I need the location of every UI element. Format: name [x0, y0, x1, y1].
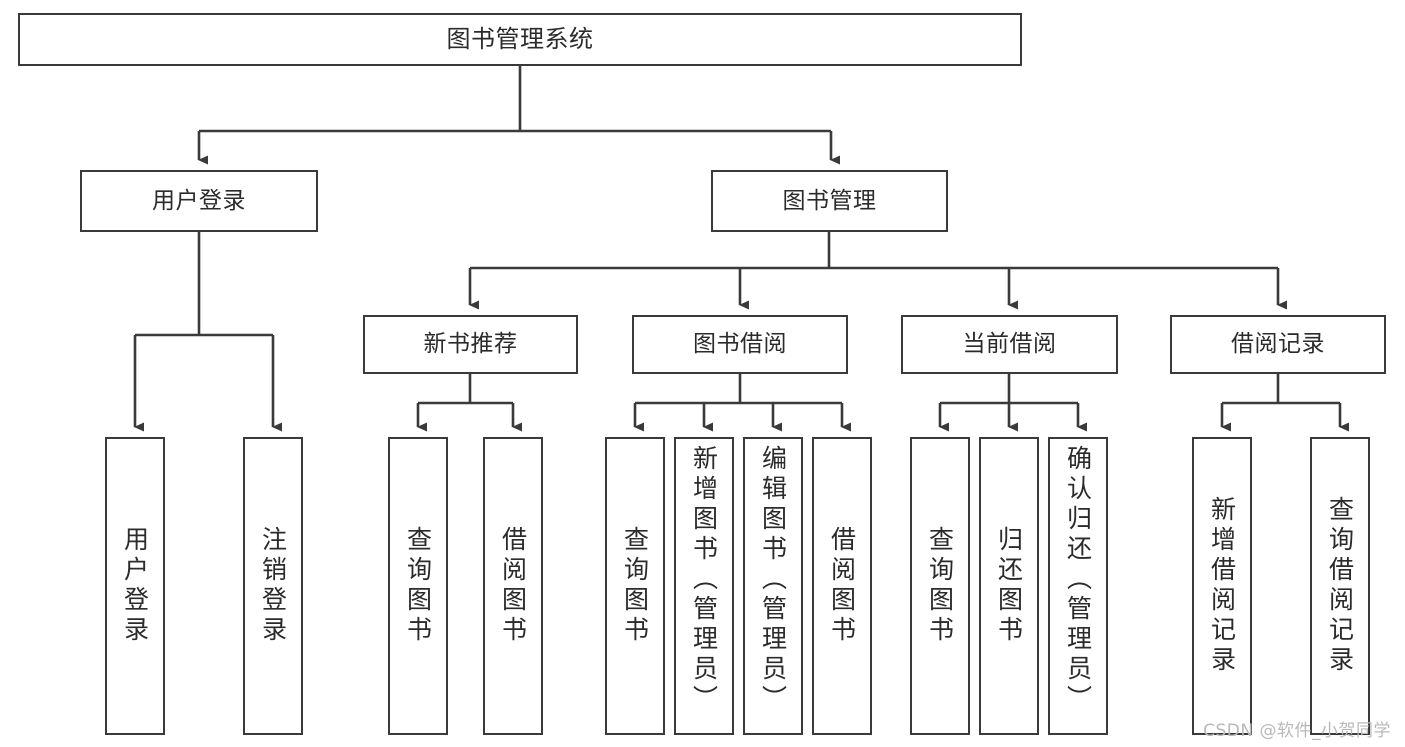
leaf-borrow-record-add-record[interactable]: 新增借阅记录	[1192, 437, 1252, 735]
leaf-book-borrow-borrow-books[interactable]: 借阅图书	[812, 437, 872, 735]
node-label: 查询图书	[620, 526, 650, 646]
leaf-borrow-record-query-record[interactable]: 查询借阅记录	[1310, 437, 1370, 735]
node-label: 查询图书	[403, 526, 433, 646]
node-current-borrow[interactable]: 当前借阅	[901, 315, 1118, 374]
node-root-book-management-system[interactable]: 图书管理系统	[18, 13, 1022, 66]
node-label: 查询图书	[925, 526, 955, 646]
node-label: 用户登录	[120, 526, 150, 646]
leaf-new-book-query-books[interactable]: 查询图书	[388, 437, 448, 735]
node-borrow-record[interactable]: 借阅记录	[1170, 315, 1386, 374]
node-label: 用户登录	[152, 187, 246, 214]
node-label: 借阅图书	[498, 526, 528, 646]
node-label: 借阅记录	[1231, 331, 1325, 358]
csdn-watermark: CSDN @软件_小贺同学	[1203, 721, 1391, 741]
node-label: 注销登录	[258, 526, 288, 646]
leaf-user-login-login[interactable]: 用户登录	[105, 437, 165, 735]
node-new-book-recommend[interactable]: 新书推荐	[363, 315, 578, 374]
node-user-login[interactable]: 用户登录	[80, 170, 318, 232]
leaf-new-book-borrow-books[interactable]: 借阅图书	[483, 437, 543, 735]
node-label: 图书借阅	[693, 331, 787, 358]
node-book-management[interactable]: 图书管理	[711, 170, 948, 232]
node-label: 确认归还（管理员）	[1063, 445, 1093, 715]
node-label: 图书管理	[782, 187, 877, 214]
node-book-borrow[interactable]: 图书借阅	[632, 315, 848, 374]
node-label: 当前借阅	[962, 331, 1057, 358]
node-label: 编辑图书（管理员）	[758, 445, 788, 715]
node-label: 新书推荐	[423, 331, 518, 358]
node-label: 图书管理系统	[446, 24, 594, 53]
leaf-current-borrow-confirm-return-admin[interactable]: 确认归还（管理员）	[1048, 437, 1108, 735]
node-label: 新增借阅记录	[1207, 496, 1237, 676]
leaf-user-login-logout[interactable]: 注销登录	[243, 437, 303, 735]
leaf-book-borrow-edit-book-admin[interactable]: 编辑图书（管理员）	[743, 437, 803, 735]
leaf-book-borrow-query-books[interactable]: 查询图书	[605, 437, 665, 735]
node-label: 查询借阅记录	[1325, 496, 1355, 676]
leaf-current-borrow-return-books[interactable]: 归还图书	[979, 437, 1039, 735]
leaf-current-borrow-query-books[interactable]: 查询图书	[910, 437, 970, 735]
node-label: 归还图书	[994, 526, 1024, 646]
node-label: 新增图书（管理员）	[689, 445, 719, 715]
leaf-book-borrow-add-book-admin[interactable]: 新增图书（管理员）	[674, 437, 734, 735]
node-label: 借阅图书	[827, 526, 857, 646]
